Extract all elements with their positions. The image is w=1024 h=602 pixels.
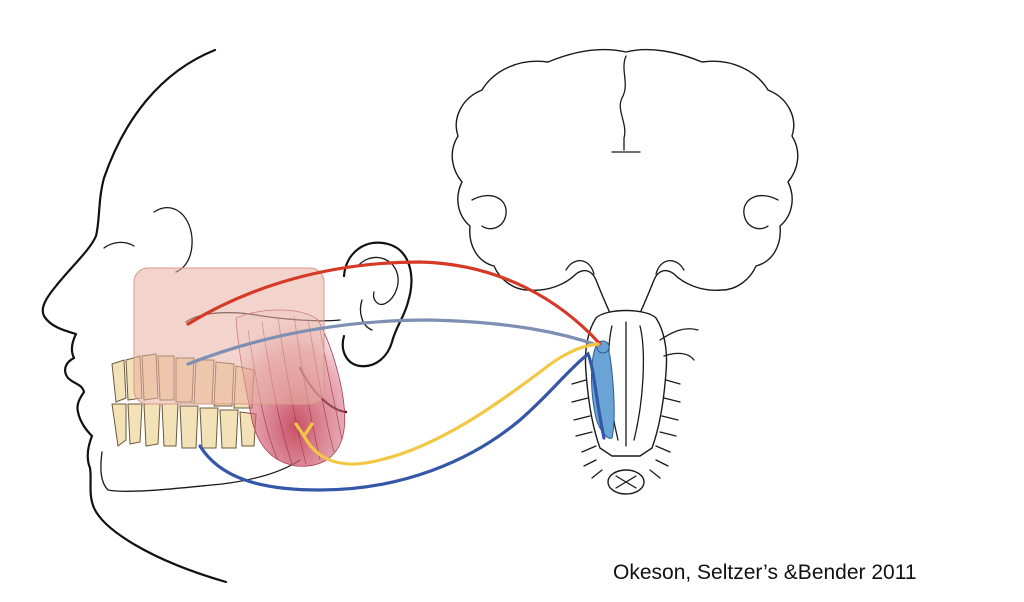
spinal-cord-butterfly <box>615 475 637 489</box>
referred-pain-region <box>133 267 325 405</box>
red-nerve <box>186 260 602 346</box>
ear-canal <box>359 299 373 331</box>
right-lateral-sulcus <box>743 195 779 230</box>
face-outline <box>41 48 228 584</box>
longitudinal-fissure <box>611 55 641 153</box>
gray-blue-nerve <box>186 318 602 366</box>
eye-contour <box>153 207 193 273</box>
lower-teeth <box>111 403 257 449</box>
left-temporal-fold <box>565 260 595 275</box>
left-lateral-sulcus <box>471 195 507 230</box>
yellow-nerve <box>302 342 600 466</box>
yellow-nerve-branch <box>294 422 314 439</box>
blue-nerve <box>198 351 606 492</box>
brain-coronal-section <box>451 48 799 495</box>
cheekbone-line <box>103 241 135 249</box>
mandible-line <box>100 451 301 492</box>
citation-caption: Okeson, Seltzer’s &Bender 2011 <box>613 561 917 584</box>
nerve-pathways <box>186 260 606 492</box>
cranial-nerve-root <box>659 328 699 361</box>
right-temporal-fold <box>655 260 685 275</box>
brainstem-inner-right <box>633 325 645 441</box>
spinal-cord-segments <box>571 379 681 479</box>
ear-outline <box>341 241 413 368</box>
ear-inner-fold <box>357 256 399 306</box>
